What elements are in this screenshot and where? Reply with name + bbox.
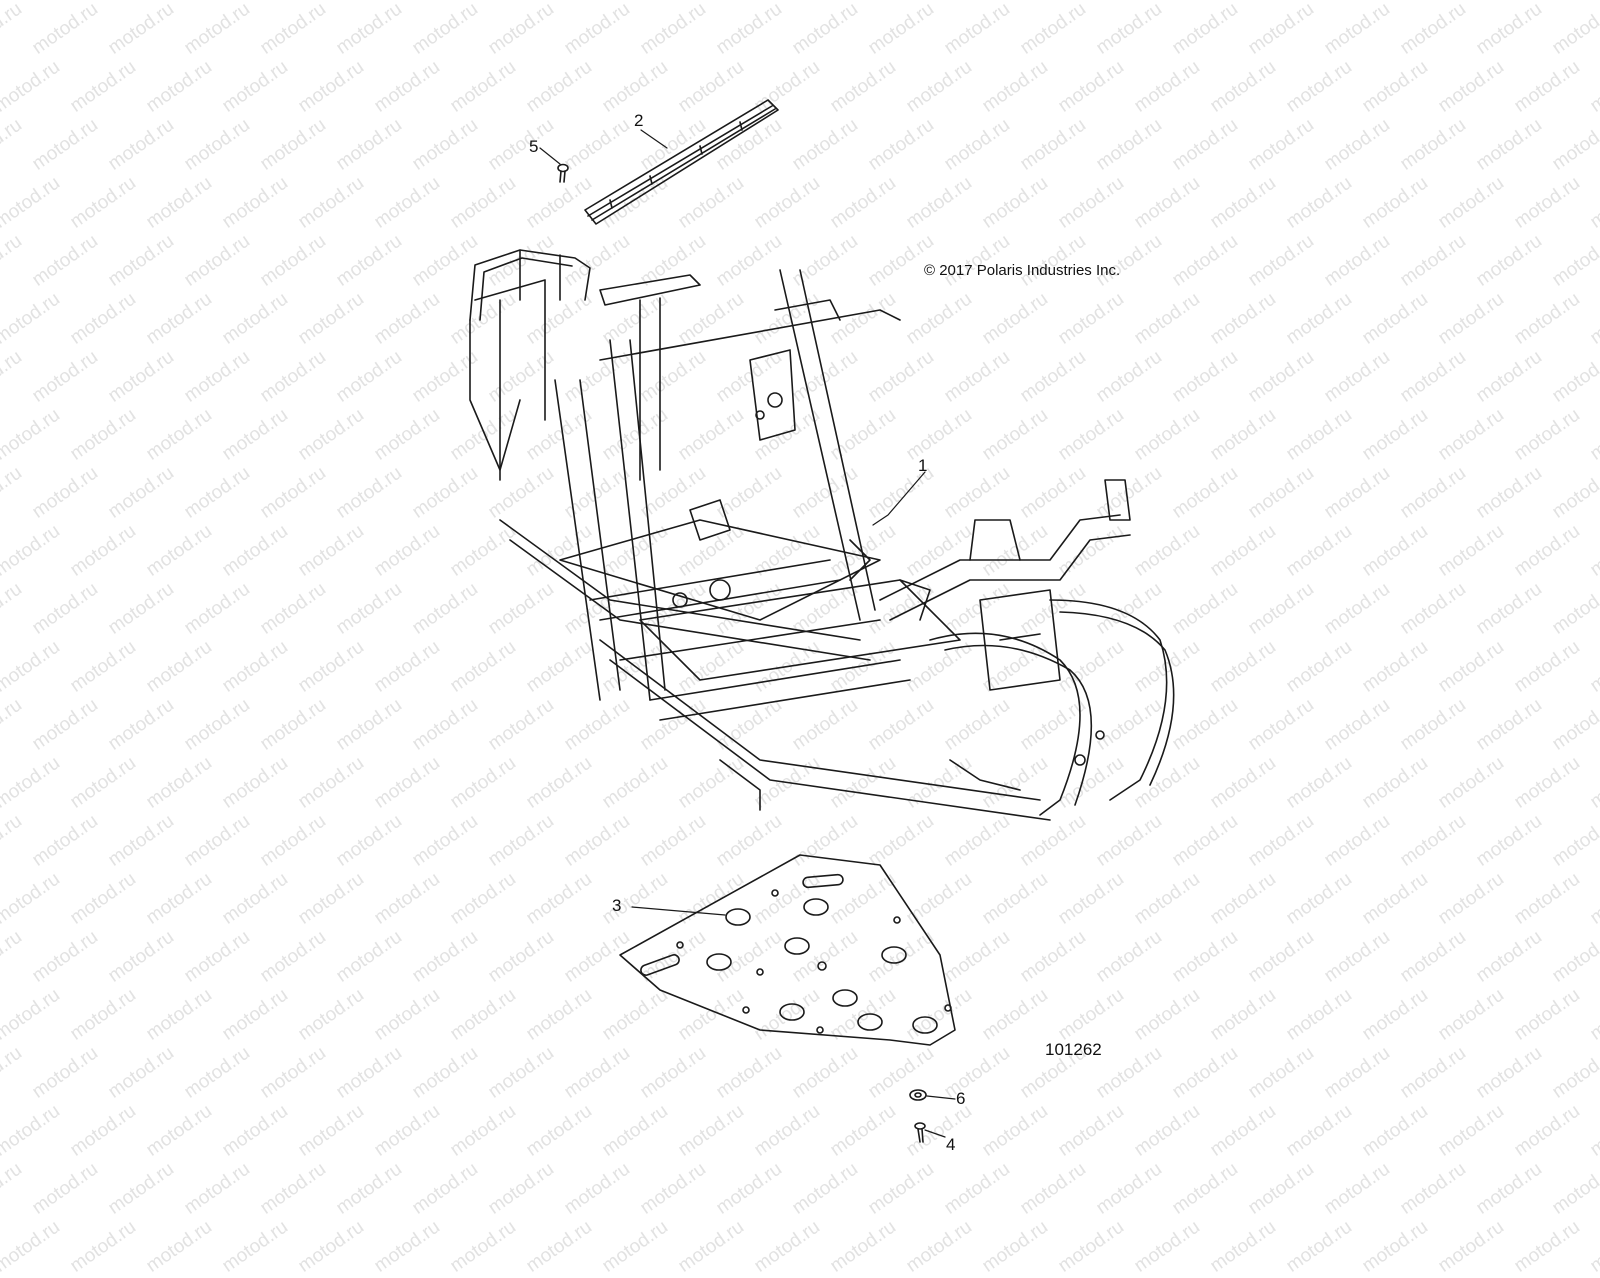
- watermark-text: motod.ru: [1358, 1216, 1432, 1277]
- skid-plate-part: [619, 854, 956, 1046]
- watermark-text: motod.ru: [446, 1216, 520, 1277]
- callout-1: 1: [918, 456, 928, 475]
- exploded-parts-diagram: [469, 99, 1175, 1143]
- watermark-text: motod.ru: [902, 1216, 976, 1277]
- watermark-text: motod.ru: [1434, 1216, 1508, 1277]
- frame-part: [469, 249, 1175, 821]
- leader-line-2: [640, 129, 668, 149]
- callout-4: 4: [946, 1135, 956, 1154]
- leader-line-5: [539, 147, 561, 165]
- screw-part: [557, 163, 569, 183]
- watermark-text: motod.ru: [750, 1216, 824, 1277]
- copyright-notice: © 2017 Polaris Industries Inc.: [924, 262, 1121, 279]
- watermark-text: motod.ru: [1130, 1216, 1204, 1277]
- leader-lines: [539, 129, 956, 1138]
- callout-5: 5: [529, 137, 539, 156]
- leader-line-6: [926, 1095, 956, 1100]
- watermark-text: motod.ru: [1586, 1216, 1600, 1277]
- leader-line-4: [924, 1129, 946, 1138]
- leader-line-3: [631, 906, 726, 916]
- watermark-text: motod.ru: [978, 1216, 1052, 1277]
- watermark-text: motod.ru: [1054, 1216, 1128, 1277]
- watermark-text: motod.ru: [674, 1216, 748, 1277]
- drawing-number: 101262: [1045, 1040, 1102, 1059]
- watermark-text: motod.ru: [66, 1216, 140, 1277]
- watermark-text: motod.ru: [218, 1216, 292, 1277]
- watermark-text: motod.ru: [522, 1216, 596, 1277]
- frame-rail-part: [584, 99, 779, 225]
- callout-2: 2: [634, 111, 644, 130]
- callout-6: 6: [956, 1089, 966, 1108]
- nut-part: [909, 1089, 927, 1101]
- watermark-text: motod.ru: [826, 1216, 900, 1277]
- watermark-text: motod.ru: [370, 1216, 444, 1277]
- leader-line-1: [872, 471, 926, 526]
- watermark-text: motod.ru: [294, 1216, 368, 1277]
- bolt-part: [914, 1122, 926, 1143]
- watermark-text: motod.ru: [1282, 1216, 1356, 1277]
- watermark-text: motod.ru: [1510, 1216, 1584, 1277]
- watermark-text: motod.ru: [1206, 1216, 1280, 1277]
- watermark-text: motod.ru: [598, 1216, 672, 1277]
- watermark-text: motod.ru: [142, 1216, 216, 1277]
- watermark-text: motod.ru: [0, 1216, 64, 1277]
- callout-3: 3: [612, 896, 622, 915]
